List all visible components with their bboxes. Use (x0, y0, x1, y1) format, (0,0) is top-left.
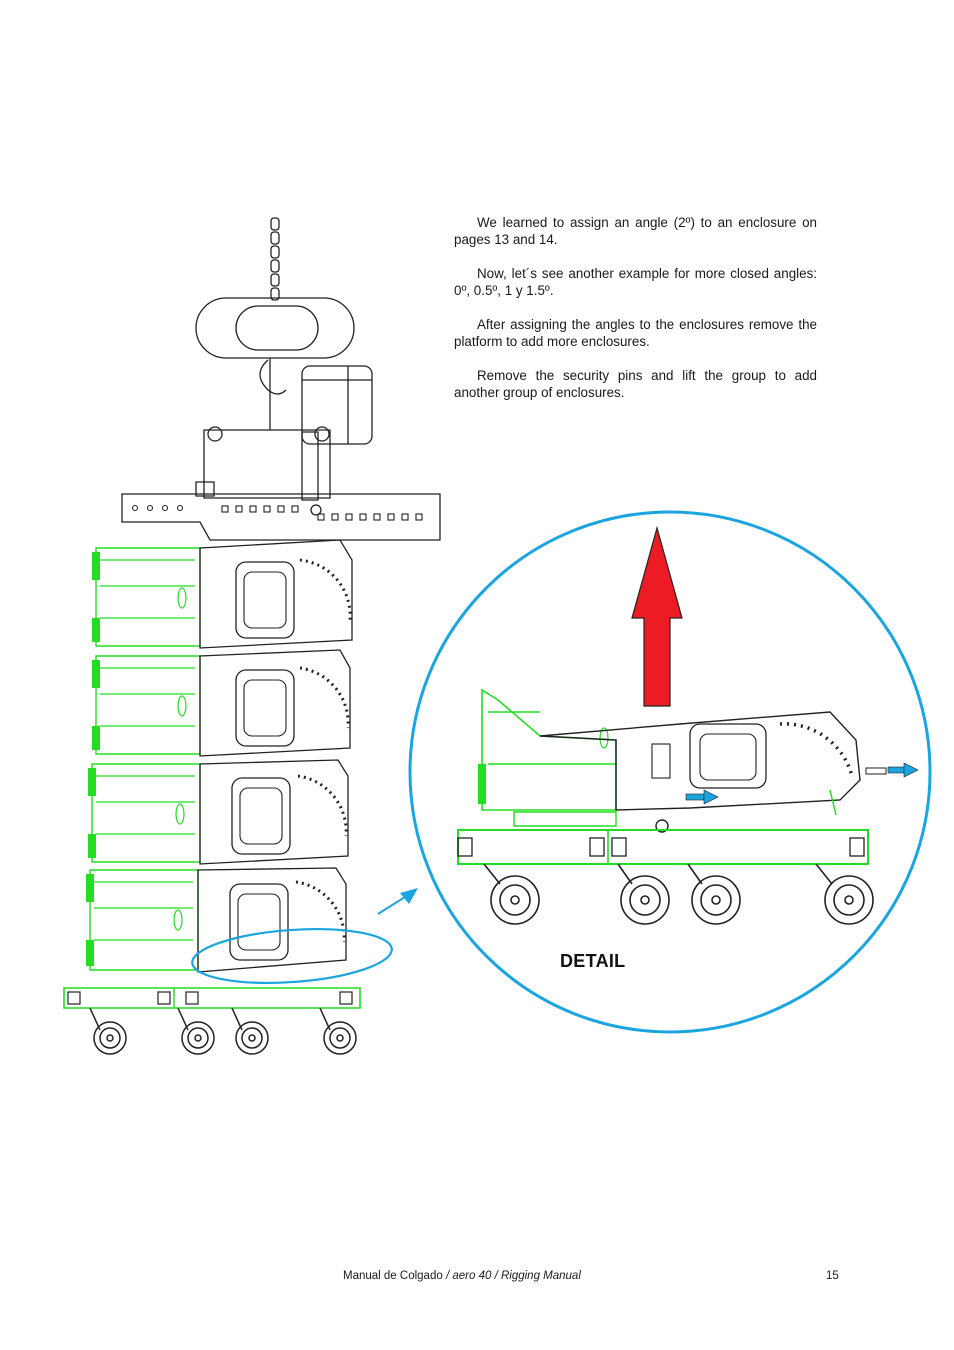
footer-product: aero (452, 1270, 476, 1282)
detail-circle (408, 510, 932, 1034)
footer-title: Manual de Colgado / aero 40 / Rigging Ma… (343, 1270, 581, 1282)
paragraph-2: Now, let´s see another example for more … (454, 266, 817, 298)
detail-label: DETAIL (560, 951, 626, 971)
transport-cart (63, 987, 361, 1055)
enclosure-1 (92, 539, 353, 649)
paragraph-1: We learned to assign an angle (2º) to an… (454, 215, 817, 247)
footer-manual-en: Rigging Manual (500, 1270, 581, 1282)
rigging-frame (121, 426, 441, 541)
lift-arrow-icon (631, 525, 683, 707)
footer-model: 40 (478, 1270, 492, 1282)
flybar-holes (131, 504, 423, 521)
footer-manual-es: Manual de Colgado (343, 1270, 443, 1282)
paragraph-4: Remove the security pins and lift the gr… (454, 368, 817, 400)
enclosure-3 (88, 759, 349, 865)
footer-separator-2: / (491, 1270, 501, 1282)
pointer-arrow-icon (377, 888, 418, 915)
flybar (121, 493, 441, 541)
cart-wheels (89, 1007, 357, 1055)
hook (259, 359, 287, 395)
enclosure-4 (86, 867, 347, 973)
detail-enclosure (478, 688, 861, 833)
footer-separator: / (442, 1270, 453, 1282)
hoist-window (235, 305, 319, 351)
chain-hoist-icon (195, 217, 373, 445)
paragraph-3: After assigning the angles to the enclos… (454, 317, 817, 349)
enclosure-stack (86, 539, 353, 973)
detail-cart (457, 829, 874, 925)
body-text: We learned to assign an angle (2º) to an… (454, 214, 817, 418)
enclosure-2 (92, 649, 351, 757)
highlight-ellipse (191, 928, 393, 984)
detail-wheels (483, 863, 874, 925)
pin-arrow-icon (685, 762, 919, 805)
hoist-motor (301, 365, 373, 445)
chain (270, 217, 280, 301)
hoist-body (195, 297, 355, 359)
page-number: 15 (826, 1270, 839, 1282)
